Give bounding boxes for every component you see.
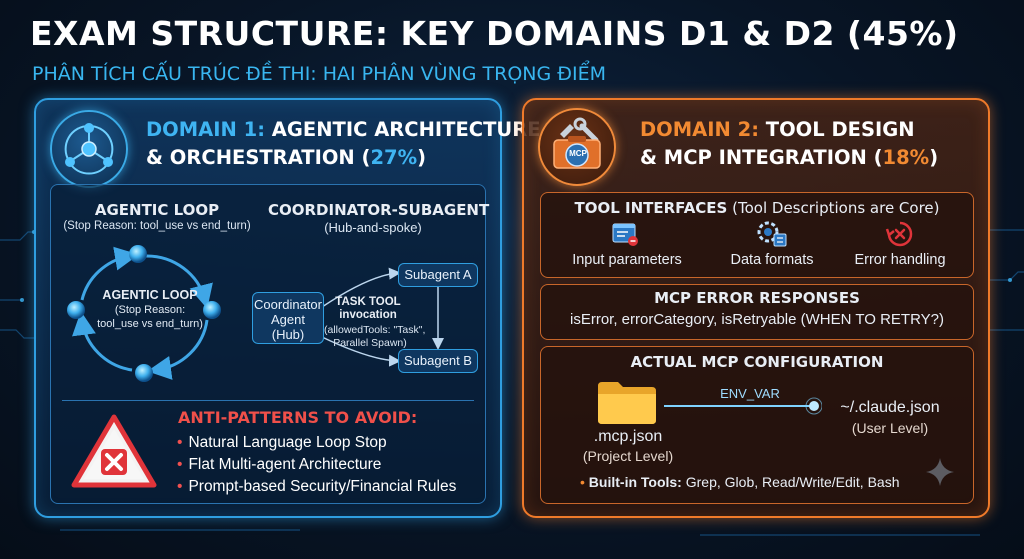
loop-center-line2: tool_use vs end_turn) xyxy=(97,318,203,330)
user-level-label: (User Level) xyxy=(851,420,929,436)
coordinator-hub-box: Coordinator Agent (Hub) xyxy=(252,292,324,344)
subagent-a-box: Subagent A xyxy=(398,263,478,287)
task-tool-line2: Parallel Spawn) xyxy=(333,337,407,349)
folder-icon xyxy=(598,382,656,424)
domain2-prefix: DOMAIN 2: xyxy=(640,118,759,141)
toolbox-mcp-icon: MCP xyxy=(538,108,616,186)
domain1-percent: 27% xyxy=(370,146,418,169)
anti-patterns-title: ANTI-PATTERNS TO AVOID: xyxy=(178,408,418,427)
mcp-config-title: ACTUAL MCP CONFIGURATION xyxy=(630,353,884,371)
domain1-title-line1: AGENTIC ARCHITECTURE xyxy=(271,118,541,141)
anti-pattern-item: •Natural Language Loop Stop xyxy=(177,434,387,451)
project-config-file: .mcp.json xyxy=(593,428,663,445)
mcp-badge-text: MCP xyxy=(569,149,587,158)
builtin-tools-list: Grep, Glob, Read/Write/Edit, Bash xyxy=(685,474,900,490)
builtin-tools-label: Built-in Tools: xyxy=(588,474,682,490)
subagent-b-box: Subagent B xyxy=(398,349,478,373)
agentic-loop-diagram xyxy=(67,245,221,382)
mcp-config-box: ACTUAL MCP CONFIGURATION xyxy=(540,346,974,504)
agent-network-icon xyxy=(50,110,128,188)
agentic-loop-note: (Stop Reason: tool_use vs end_turn) xyxy=(63,220,251,232)
loop-center-line1: (Stop Reason: xyxy=(114,304,186,316)
loop-center-title: AGENTIC LOOP xyxy=(102,288,198,302)
input-parameters-icon xyxy=(612,223,638,246)
agentic-loop-title: AGENTIC LOOP xyxy=(94,201,220,219)
coordinator-arrows xyxy=(321,267,444,367)
project-level-label: (Project Level) xyxy=(582,448,674,464)
error-handling-icon xyxy=(885,221,913,247)
tool-interface-item: Error handling xyxy=(854,252,946,268)
domain1-title: DOMAIN 1: AGENTIC ARCHITECTURE & ORCHEST… xyxy=(146,116,541,172)
env-var-label: ENV_VAR xyxy=(720,386,780,401)
warning-x-icon xyxy=(71,414,157,488)
task-tool-title: TASK TOOL xyxy=(335,296,401,308)
mcp-errors-box: MCP ERROR RESPONSES isError, errorCatego… xyxy=(540,284,974,340)
hub-line1: Coordinator xyxy=(254,297,322,312)
domain2-title: DOMAIN 2: TOOL DESIGN & MCP INTEGRATION … xyxy=(640,116,938,172)
domain1-divider xyxy=(62,400,474,401)
mcp-errors-title: MCP ERROR RESPONSES xyxy=(654,289,860,307)
task-tool-line1: (allowedTools: "Task", xyxy=(324,324,426,336)
domain2-percent: 18% xyxy=(882,146,930,169)
data-formats-icon xyxy=(757,221,787,247)
coordinator-title: COORDINATOR-SUBAGENT xyxy=(268,201,490,219)
domain1-prefix: DOMAIN 1: xyxy=(146,118,265,141)
domain1-title-close: ) xyxy=(417,146,427,169)
domain1-title-line2: & ORCHESTRATION ( xyxy=(146,146,371,169)
user-config-file: ~/.claude.json xyxy=(840,399,940,416)
domain2-title-close: ) xyxy=(929,146,939,169)
anti-pattern-item: •Prompt-based Security/Financial Rules xyxy=(177,478,457,495)
task-tool-title2: invocation xyxy=(339,309,397,321)
page-subtitle: PHÂN TÍCH CẤU TRÚC ĐỀ THI: HAI PHÂN VÙNG… xyxy=(32,63,606,85)
page-title: EXAM STRUCTURE: KEY DOMAINS D1 & D2 (45%… xyxy=(30,14,959,53)
tool-interface-item: Data formats xyxy=(730,252,814,268)
env-var-link xyxy=(664,397,822,415)
mcp-errors-fields: isError, errorCategory, isRetryable (WHE… xyxy=(570,311,944,328)
hub-line2: Agent xyxy=(271,312,305,327)
tool-interfaces-heading: TOOL INTERFACES (Tool Descriptions are C… xyxy=(574,199,940,217)
coordinator-note: (Hub-and-spoke) xyxy=(324,220,422,235)
hub-line3: (Hub) xyxy=(271,327,305,342)
builtin-tools: • Built-in Tools: Grep, Glob, Read/Write… xyxy=(580,474,900,490)
anti-pattern-item: •Flat Multi-agent Architecture xyxy=(177,456,382,473)
domain2-title-line2: & MCP INTEGRATION ( xyxy=(640,146,883,169)
sparkle-icon xyxy=(926,458,954,486)
domain2-title-line1: TOOL DESIGN xyxy=(765,118,915,141)
tool-interface-item: Input parameters xyxy=(572,252,682,268)
